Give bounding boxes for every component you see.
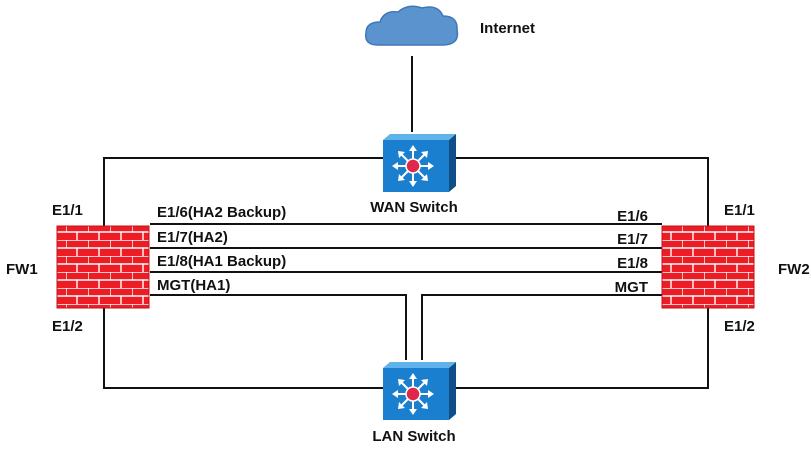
ha-link-2-right-label: E1/7: [617, 231, 648, 248]
fw2-lan-link: [456, 308, 709, 389]
fw1-lan-link: [103, 308, 383, 389]
ha-link-3-right-label: E1/8: [617, 255, 648, 272]
ha-link-1-left-label: E1/6(HA2 Backup): [157, 204, 286, 221]
fw2-firewall-icon: [661, 225, 755, 309]
cloud-icon: [365, 5, 459, 46]
ha-link-3-left-label: E1/8(HA1 Backup): [157, 253, 286, 270]
mgt-link-fw2: [421, 294, 662, 360]
connection-lines: [103, 56, 709, 389]
ha-link-1-right-label: E1/6: [617, 208, 648, 225]
internet-label: Internet: [480, 20, 535, 37]
wan-switch-icon: [383, 134, 456, 192]
mgt-link-right-label: MGT: [615, 279, 648, 296]
fw2-wan-port-label: E1/1: [724, 202, 755, 219]
fw2-wan-link: [456, 157, 709, 226]
mgt-link-left-label: MGT(HA1): [157, 277, 230, 294]
mgt-link-fw1: [150, 294, 407, 360]
fw1-label: FW1: [6, 261, 38, 278]
fw1-lan-port-label: E1/2: [52, 318, 83, 335]
lan-switch-icon: [383, 362, 456, 420]
ha-link-2-left-label: E1/7(HA2): [157, 229, 228, 246]
fw2-lan-port-label: E1/2: [724, 318, 755, 335]
lan-switch-label: LAN Switch: [372, 428, 455, 445]
fw1-wan-link: [103, 157, 383, 226]
fw2-label: FW2: [778, 261, 810, 278]
wan-switch-label: WAN Switch: [370, 199, 458, 216]
fw1-wan-port-label: E1/1: [52, 202, 83, 219]
fw1-firewall-icon: [56, 225, 150, 309]
